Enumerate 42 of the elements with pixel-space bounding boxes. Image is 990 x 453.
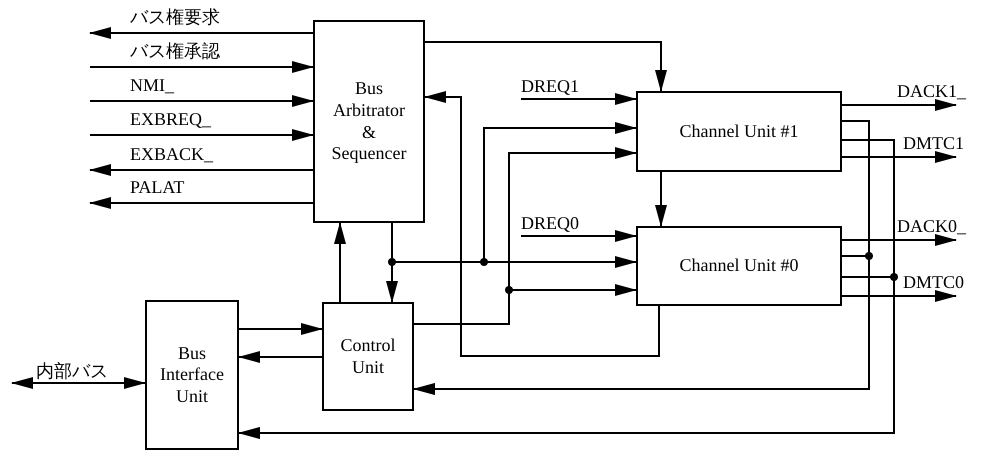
signal-label: EXBREQ_: [130, 110, 211, 128]
unit-block: [636, 226, 842, 306]
unit-block: [322, 302, 414, 411]
signal-arrow: [90, 129, 314, 141]
unit-name: Bus Arbitrator & Sequencer: [330, 78, 408, 165]
signal-arrow: [842, 99, 957, 111]
signal-arrow: [89, 164, 313, 176]
signal-label: EXBACK_: [130, 145, 214, 163]
unit-block: [313, 20, 425, 223]
signal-label: DMTC0: [903, 273, 964, 291]
unit-name: Channel Unit #1: [680, 120, 798, 142]
signal-arrow: [89, 197, 313, 209]
signal-arrow: [334, 222, 346, 302]
signal-arrow: [521, 230, 637, 242]
signal-arrow: [521, 93, 637, 105]
signal-label: 内部バス: [36, 362, 108, 380]
signal-label: DACK1_: [897, 82, 966, 100]
signal-label: PALAT: [130, 178, 184, 196]
signal-arrow: [842, 234, 957, 246]
signal-label: NMI_: [130, 76, 174, 94]
signal-label: DACK0_: [897, 217, 966, 235]
signal-arrow: [424, 91, 660, 357]
signal-label: DREQ0: [521, 214, 579, 232]
signal-label: DMTC1: [903, 134, 964, 152]
signal-arrow: [11, 377, 146, 389]
signal-arrow: [90, 95, 314, 107]
signal-arrow: [89, 27, 313, 39]
unit-name: Bus Interface Unit: [159, 342, 225, 408]
signal-arrow: [655, 172, 667, 227]
unit-block: [636, 91, 842, 172]
signal-arrow: [842, 151, 957, 163]
signal-label: バス権承認: [130, 42, 220, 60]
signal-label: バス権要求: [130, 8, 220, 26]
signal-arrow: [238, 351, 322, 363]
unit-name: Control Unit: [339, 334, 396, 378]
signal-arrow: [842, 290, 957, 302]
signal-label: DREQ1: [521, 77, 579, 95]
unit-name: Channel Unit #0: [680, 255, 798, 277]
signal-arrow: [239, 323, 323, 335]
unit-block: [145, 300, 239, 450]
signal-arrow: [425, 41, 667, 92]
signal-arrow: [90, 61, 314, 73]
